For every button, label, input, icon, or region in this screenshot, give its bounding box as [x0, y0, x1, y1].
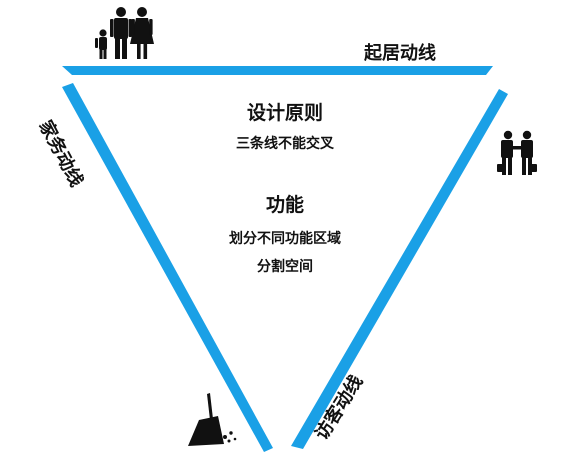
family-icon	[95, 7, 154, 59]
left-flow-line	[62, 83, 273, 452]
function-title: 功能	[265, 194, 304, 216]
function-line-1: 划分不同功能区域	[229, 231, 341, 247]
principle-title: 设计原则	[246, 102, 323, 124]
principle-text: 三条线不能交叉	[236, 136, 334, 152]
top-flow-line	[62, 66, 493, 75]
function-line-2: 分割空间	[257, 259, 313, 275]
top-flow-label: 起居动线	[364, 43, 436, 64]
right-flow-line	[291, 89, 508, 449]
handshake-icon	[497, 130, 537, 175]
broom-icon	[188, 393, 237, 446]
